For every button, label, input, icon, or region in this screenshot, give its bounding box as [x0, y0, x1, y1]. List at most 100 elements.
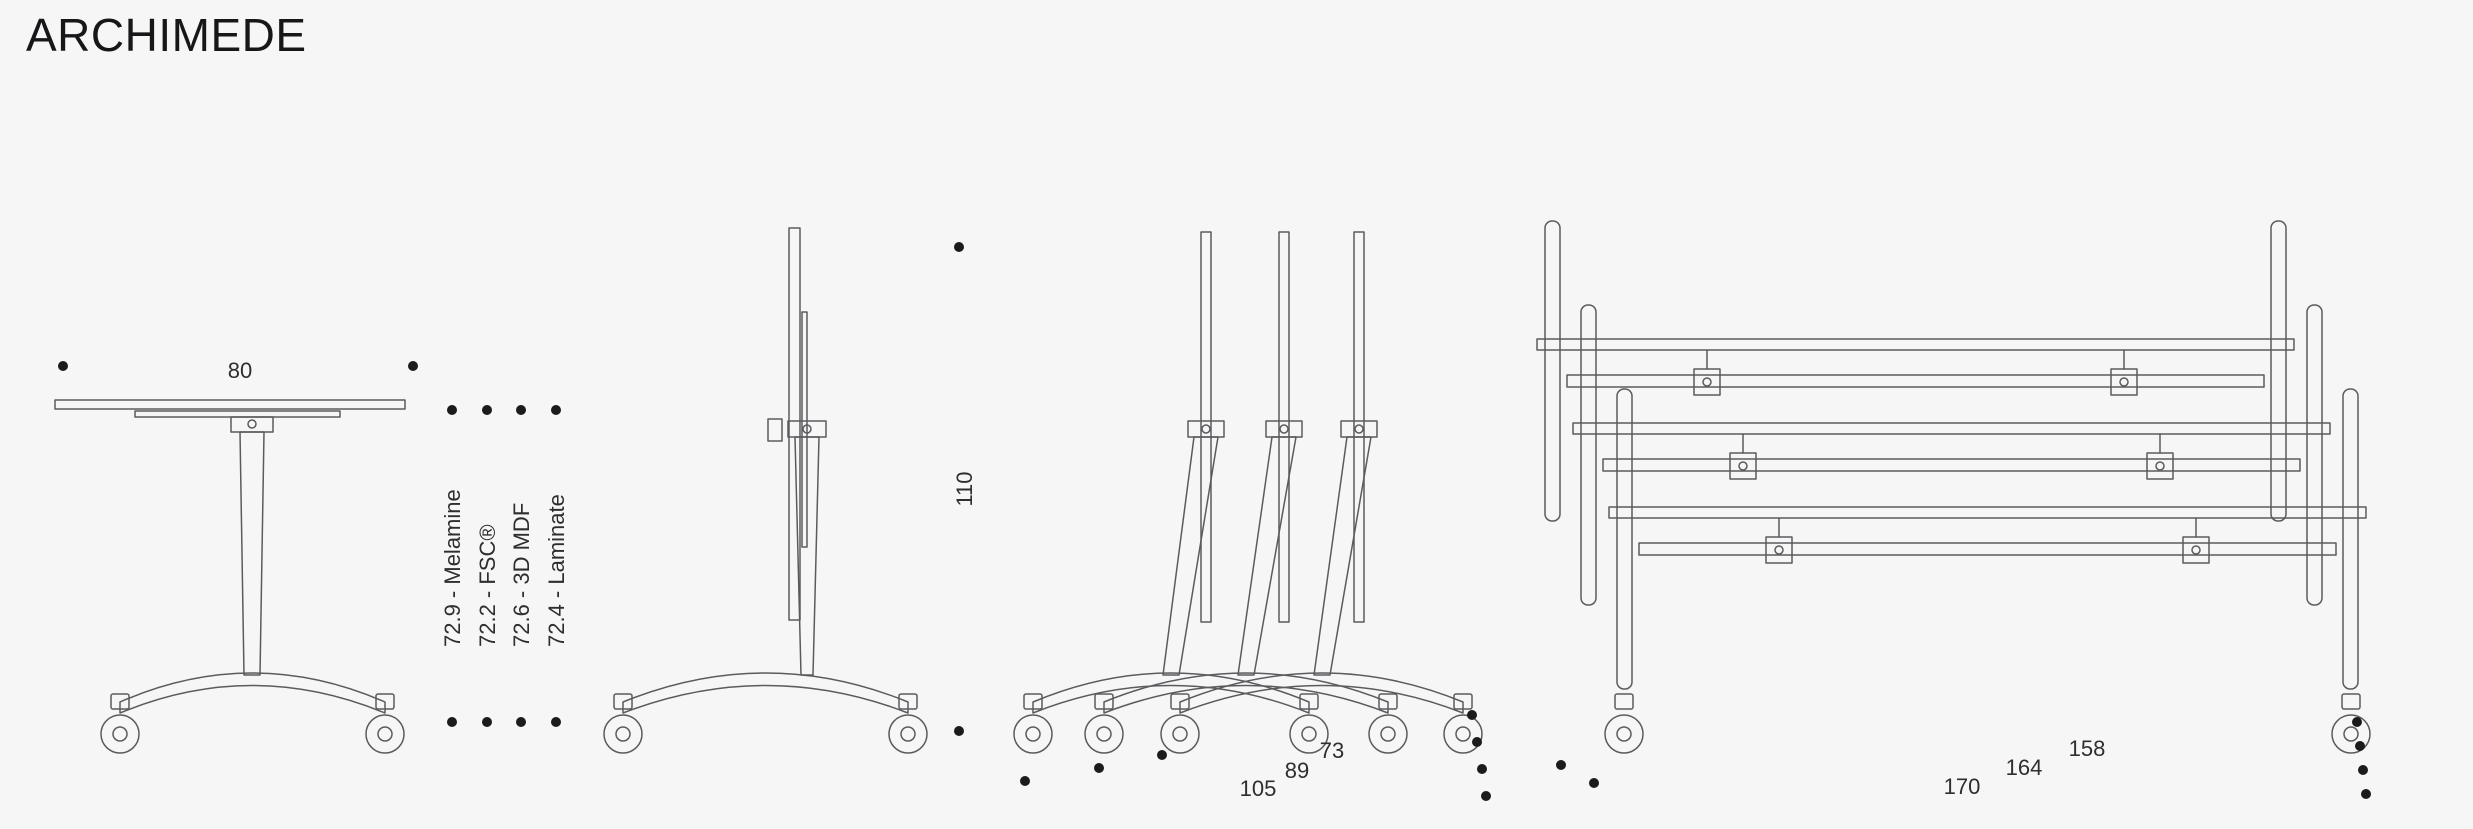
- left-leg-post: [1616, 388, 1633, 690]
- front-table-3: [1604, 388, 2371, 754]
- material-label: 72.2 - FSC®: [475, 524, 500, 647]
- column-bracket: [2182, 536, 2210, 564]
- bracket-link: [1742, 433, 2161, 454]
- column-bracket: [1729, 452, 1757, 480]
- folded-tabletop: [788, 227, 801, 621]
- measure-dot: [1589, 778, 1599, 788]
- page-title: ARCHIMEDE: [26, 9, 307, 61]
- left-leg-post: [1580, 304, 1597, 606]
- caster-wheel: [1604, 693, 1644, 754]
- column: [239, 431, 265, 676]
- measure-dot: [482, 717, 492, 727]
- measure-dot: [2352, 717, 2362, 727]
- measure-dot: [551, 405, 561, 415]
- folded-tabletop: [1200, 231, 1212, 623]
- column-bracket: [2110, 368, 2138, 396]
- bracket-pin: [1774, 545, 1784, 555]
- tabletop: [54, 399, 406, 410]
- support-beam: [1638, 542, 2337, 556]
- bracket-pin: [1738, 461, 1748, 471]
- measure-dot: [2358, 765, 2368, 775]
- tabletop-edge: [1536, 338, 2295, 351]
- pivot-pin: [802, 424, 812, 434]
- measure-dot: [1556, 760, 1566, 770]
- measure-dot: [954, 242, 964, 252]
- material-labels: 72.9 - Melamine 72.2 - FSC® 72.6 - 3D MD…: [440, 489, 569, 647]
- column: [1313, 436, 1372, 676]
- measure-dot: [1094, 763, 1104, 773]
- column: [794, 436, 820, 676]
- column: [1162, 436, 1219, 676]
- open-table-side-view: [54, 399, 406, 754]
- right-leg-post: [2306, 304, 2323, 606]
- dim-nested-width-2: 164: [2006, 755, 2043, 780]
- bracket-pin: [2191, 545, 2201, 555]
- pivot-pin: [1201, 424, 1211, 434]
- pivot-bracket: [1187, 420, 1225, 438]
- measure-dot: [1472, 737, 1482, 747]
- tabletop-edge: [1572, 422, 2331, 435]
- folded-table-side-view: [603, 227, 928, 754]
- measure-dot: [447, 717, 457, 727]
- nested-table-1: [1013, 231, 1329, 754]
- material-label: 72.6 - 3D MDF: [509, 503, 534, 647]
- bracket-pin: [2155, 461, 2165, 471]
- pivot-pin: [1354, 424, 1364, 434]
- measure-dot: [2355, 741, 2365, 751]
- base-foot: [119, 672, 386, 714]
- pivot-bracket: [1340, 420, 1378, 438]
- tabletop-edge: [1608, 506, 2367, 519]
- measure-dot: [1020, 776, 1030, 786]
- base-foot: [1103, 672, 1389, 714]
- measure-dot: [58, 361, 68, 371]
- under-frame: [801, 311, 808, 548]
- measure-dot: [482, 405, 492, 415]
- under-frame: [134, 410, 341, 418]
- measure-dot: [551, 717, 561, 727]
- left-leg-post: [1544, 220, 1561, 522]
- nested-tables-side-view: [1013, 231, 1483, 754]
- right-leg-post: [2270, 220, 2287, 522]
- front-table-2: [1572, 304, 2331, 606]
- dim-open-width: 80: [228, 358, 252, 383]
- column-bracket: [2146, 452, 2174, 480]
- dim-nested-width-1: 158: [2069, 736, 2106, 761]
- nested-tables-front-view: [1536, 220, 2371, 754]
- right-leg-post: [2342, 388, 2359, 690]
- measure-dot: [516, 405, 526, 415]
- dim-nested-width-3: 170: [1944, 774, 1981, 799]
- column-bracket: [1693, 368, 1721, 396]
- measure-dot: [1467, 710, 1477, 720]
- measure-dot: [2361, 789, 2371, 799]
- measure-dot: [408, 361, 418, 371]
- bracket-pin: [1702, 377, 1712, 387]
- pivot-pin: [247, 419, 257, 429]
- base-foot: [1179, 672, 1464, 714]
- measure-dot: [1477, 764, 1487, 774]
- bracket-link: [1706, 349, 2125, 370]
- material-label: 72.9 - Melamine: [440, 489, 465, 647]
- dim-folded-height: 110: [952, 471, 977, 506]
- measure-dot: [447, 405, 457, 415]
- base-foot: [1032, 672, 1310, 714]
- front-table-1: [1536, 220, 2295, 522]
- nested-table-2: [1084, 231, 1408, 754]
- nested-table-3: [1160, 231, 1483, 754]
- measure-dot: [1157, 750, 1167, 760]
- material-label: 72.4 - Laminate: [544, 494, 569, 647]
- latch: [767, 418, 783, 442]
- measure-dot: [1481, 791, 1491, 801]
- folded-tabletop: [1353, 231, 1365, 623]
- measure-dot: [954, 726, 964, 736]
- bracket-pin: [2119, 377, 2129, 387]
- support-beam: [1602, 458, 2301, 472]
- dim-nested-depth-2: 89: [1285, 758, 1309, 783]
- pivot-bracket: [1265, 420, 1303, 438]
- folded-tabletop: [1278, 231, 1290, 623]
- base-foot: [622, 672, 909, 714]
- pivot-pin: [1279, 424, 1289, 434]
- measure-dots: [58, 242, 2371, 801]
- dim-nested-depth-1: 73: [1320, 738, 1344, 763]
